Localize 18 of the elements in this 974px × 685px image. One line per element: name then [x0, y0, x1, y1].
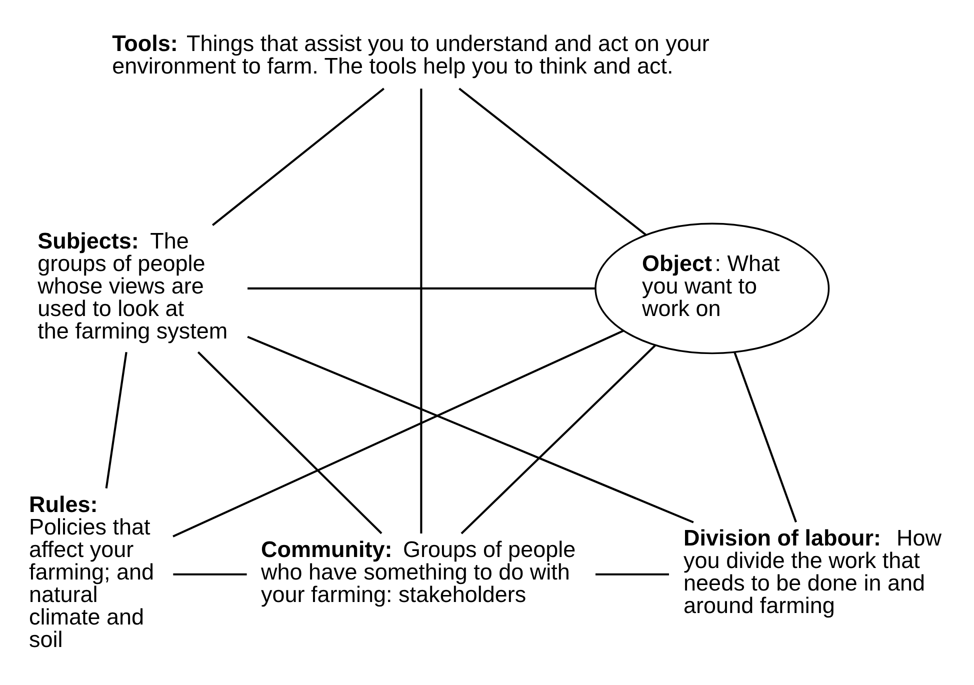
connector	[197, 350, 382, 534]
connector	[458, 87, 646, 236]
connector	[460, 344, 656, 534]
node-text: Rules: Policies that affect your farming; and natural climate and soil	[28, 491, 154, 652]
connector	[173, 572, 247, 575]
node-text: Tools: Things that assist you to understand and act on your environment to farm. The tools help you to think and act.	[112, 30, 710, 78]
connector	[420, 88, 422, 533]
node-text: Subjects: The groups of people whose views are used to look at the farming system	[38, 228, 228, 343]
node-ellipse: Object: What you want to work on	[594, 222, 830, 354]
connector	[105, 352, 128, 488]
connector	[247, 335, 694, 523]
node-text: Division of labour: How you divide the work that needs to be done in and around farming	[684, 525, 942, 618]
connector	[172, 329, 624, 537]
connector	[734, 351, 797, 522]
connector	[248, 286, 596, 289]
connector	[595, 572, 669, 575]
connector	[212, 87, 384, 226]
node-text: Community: Groups of people who have something to do with your farming: stakeholders	[261, 536, 576, 606]
